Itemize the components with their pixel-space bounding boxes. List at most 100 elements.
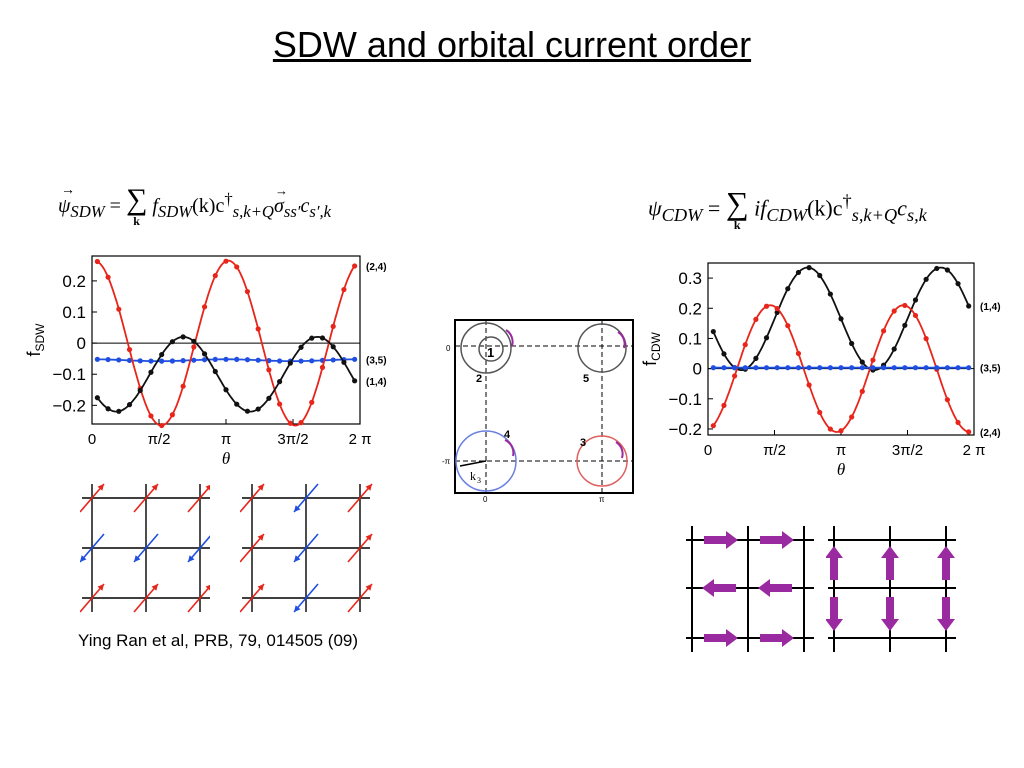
sdw-b-spin-arrowhead (365, 584, 372, 591)
chart1-point (94, 395, 100, 401)
chart2-point (838, 365, 844, 371)
chart2-point (944, 397, 950, 403)
chart1-point (330, 344, 336, 350)
chart2-ytick-label: 0.2 (678, 299, 702, 318)
chart2-point (785, 286, 791, 292)
chart2-point (774, 305, 780, 312)
chart2-point (817, 409, 823, 416)
chart2-point (880, 328, 887, 334)
chart2-point (880, 365, 887, 371)
chart2-point (753, 316, 759, 322)
cdw-formula: ψCDW = ∑ k ifCDW(k)c†s,k+Qcs,k (648, 187, 927, 233)
chart1-point (201, 357, 208, 363)
bz-axis-zero-left: 0 (446, 344, 451, 353)
chart2-point (891, 346, 897, 352)
sdw-f-sub: SDW (157, 202, 193, 222)
chart2-point (732, 365, 738, 371)
chart1-ytick-label: −0.2 (52, 396, 86, 415)
chart1-point (244, 408, 251, 414)
cdw-f-sub: CDW (766, 204, 808, 225)
sdw-a-spin-arrowhead (151, 484, 158, 491)
chart1-point (244, 357, 251, 363)
chart1-point (159, 351, 165, 358)
cdw-a-current-arrow (704, 531, 738, 549)
chart2-ytick-label: 0.1 (678, 329, 702, 348)
chart2-point (849, 414, 855, 420)
chart2-xtick-label: π/2 (763, 442, 786, 459)
sdw-a-spin-arrowhead (134, 555, 141, 562)
chart2-point (966, 429, 972, 435)
chart2-point (944, 267, 950, 273)
chart2-point (955, 419, 961, 426)
chart2-point (849, 340, 855, 347)
chart1-point (137, 358, 143, 364)
chart1-series-label: (3,5) (366, 355, 387, 366)
sdw-c-sub: s,k+Q (232, 202, 274, 222)
bz-frame (454, 319, 634, 494)
chart1-xlabel: θ (222, 449, 230, 468)
chart1-point (126, 402, 133, 408)
cdw-a-current-arrow (760, 531, 794, 549)
cdw-a-current-arrow (760, 629, 794, 647)
k3-vector (459, 460, 487, 467)
cdw-a-current-arrow (704, 629, 738, 647)
chart2-ylabel-sub: CDW (649, 331, 663, 360)
bz-axis-pi-bottom: π (599, 495, 605, 504)
chart2-xtick-label: π (836, 442, 846, 459)
chart2-point (817, 272, 823, 279)
chart1-ylabel-sub: SDW (33, 323, 47, 352)
chart2-point (710, 423, 716, 429)
cdw-eq: = (707, 195, 721, 221)
chart1-point (180, 334, 186, 340)
chart1-point (277, 358, 283, 364)
sdw-b-spin-arrowhead (257, 484, 264, 491)
chart1-point (191, 338, 197, 344)
cdw-a-current-arrow (702, 579, 736, 597)
chart2-series-label: (3,5) (980, 364, 1001, 375)
chart2-point (806, 265, 812, 271)
sdw-sum-sub: k (133, 214, 140, 228)
chart1-xtick-label: 3π/2 (277, 431, 308, 448)
chart1-point (341, 286, 347, 293)
chart2-point (902, 302, 908, 309)
chart1-point (169, 358, 175, 364)
bz-label-2: 2 (476, 373, 482, 385)
cdw-arg: (k)c (807, 195, 843, 221)
chart2-ytick-label: −0.1 (668, 390, 702, 409)
chart2-point (742, 365, 748, 371)
bz-label-4: 4 (504, 429, 511, 441)
pocket-3 (576, 435, 628, 487)
chart2-xtick-label: 2 π (963, 442, 986, 459)
cdw-c-sub: s,k+Q (851, 204, 898, 225)
sdw-c2-sub: s′,k (309, 202, 332, 222)
sdw-b-spin-arrowhead (294, 555, 301, 562)
chart2-xlabel: θ (837, 460, 845, 479)
chart1-point (234, 401, 240, 407)
chart1-point (180, 383, 186, 389)
chart2-point (838, 428, 844, 434)
chart1-ytick-label: −0.1 (52, 365, 86, 384)
chart1-point (169, 339, 175, 345)
chart1-point (234, 356, 240, 363)
chart1-point (277, 401, 283, 407)
chart1-point (212, 273, 218, 279)
bz-label-5: 5 (583, 373, 589, 385)
chart1-point (309, 335, 315, 341)
cdw-c-sup: † (842, 191, 852, 212)
chart1-point (298, 344, 304, 350)
chart1-point (287, 360, 293, 366)
chart1-point (255, 326, 261, 332)
cdw-c2-sub: s,k (906, 204, 927, 225)
chart2-point (785, 365, 791, 371)
chart1-point (330, 323, 336, 329)
sdw-b-spin-arrowhead (365, 534, 372, 541)
cdw-c2: c (897, 195, 907, 221)
bz-label-3: 3 (580, 437, 586, 449)
chart2-point (923, 276, 929, 282)
chart1-point (94, 356, 100, 362)
cdw-f: if (754, 195, 767, 221)
chart1-point (191, 357, 197, 363)
sdw-a-spin-arrowhead (205, 584, 210, 591)
sdw-sigma-sub: ss′ (283, 202, 301, 222)
chart1-point (266, 367, 272, 373)
